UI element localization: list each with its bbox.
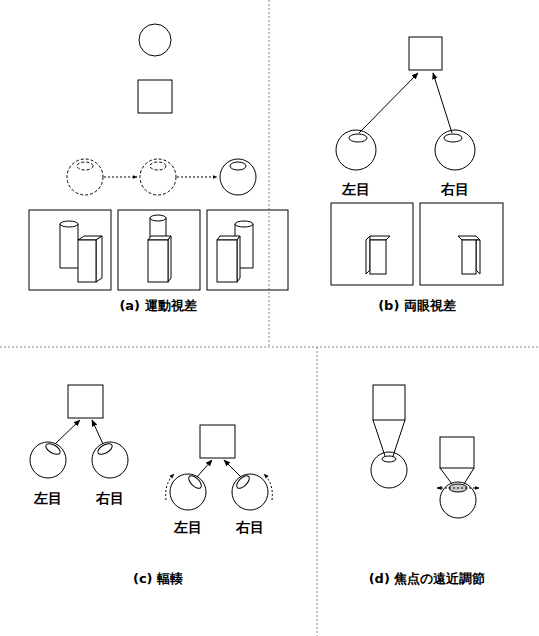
sight-line xyxy=(224,460,241,477)
caption: (d) 焦点の遠近調節 xyxy=(369,571,486,587)
light-ray xyxy=(373,420,385,456)
sight-line xyxy=(433,73,452,133)
block xyxy=(148,236,171,282)
separator xyxy=(0,347,539,348)
eye xyxy=(371,452,407,488)
eye xyxy=(30,442,128,478)
box-object xyxy=(138,80,172,113)
eye-label: 左目 xyxy=(174,519,202,536)
cylinder xyxy=(60,221,78,268)
view-panel xyxy=(331,203,413,285)
sight-line xyxy=(92,420,103,444)
box-object xyxy=(68,385,103,418)
eye-previous xyxy=(67,159,176,195)
rotation-arrow xyxy=(166,474,174,500)
eye xyxy=(220,159,256,195)
block xyxy=(366,236,480,274)
box-object xyxy=(440,437,474,468)
eye-label: 右目 xyxy=(96,490,124,507)
accommodation-arrow xyxy=(437,488,479,489)
caption: (b) 両眼視差 xyxy=(378,298,456,314)
box-object xyxy=(373,385,405,420)
light-ray xyxy=(464,468,474,484)
caption: (c) 輻輳 xyxy=(133,571,183,587)
box-object xyxy=(409,37,442,70)
light-ray xyxy=(440,468,452,484)
sphere-object xyxy=(139,24,171,56)
motion-arrow xyxy=(177,177,217,178)
sight-line xyxy=(197,460,212,477)
view-panel xyxy=(29,210,111,290)
cylinder-base xyxy=(60,268,78,269)
eye-label: 左目 xyxy=(34,490,62,507)
rotation-arrow xyxy=(264,474,272,500)
view-panel xyxy=(207,210,288,290)
eye-label: 右目 xyxy=(236,519,264,536)
sight-line xyxy=(359,73,418,133)
block xyxy=(217,236,240,282)
eye xyxy=(170,474,268,510)
eye-label: 左目 xyxy=(342,181,370,198)
eye xyxy=(336,130,475,170)
view-panel xyxy=(118,210,200,290)
caption: (a) 運動視差 xyxy=(119,298,196,314)
box-object xyxy=(200,425,235,458)
eye xyxy=(440,482,476,518)
block xyxy=(78,236,102,282)
motion-arrow xyxy=(104,177,137,178)
sight-line xyxy=(55,420,80,444)
view-panel xyxy=(420,203,503,285)
separator xyxy=(317,347,318,636)
separator xyxy=(269,0,270,347)
eye-label: 右目 xyxy=(441,181,469,198)
light-ray xyxy=(393,420,405,456)
